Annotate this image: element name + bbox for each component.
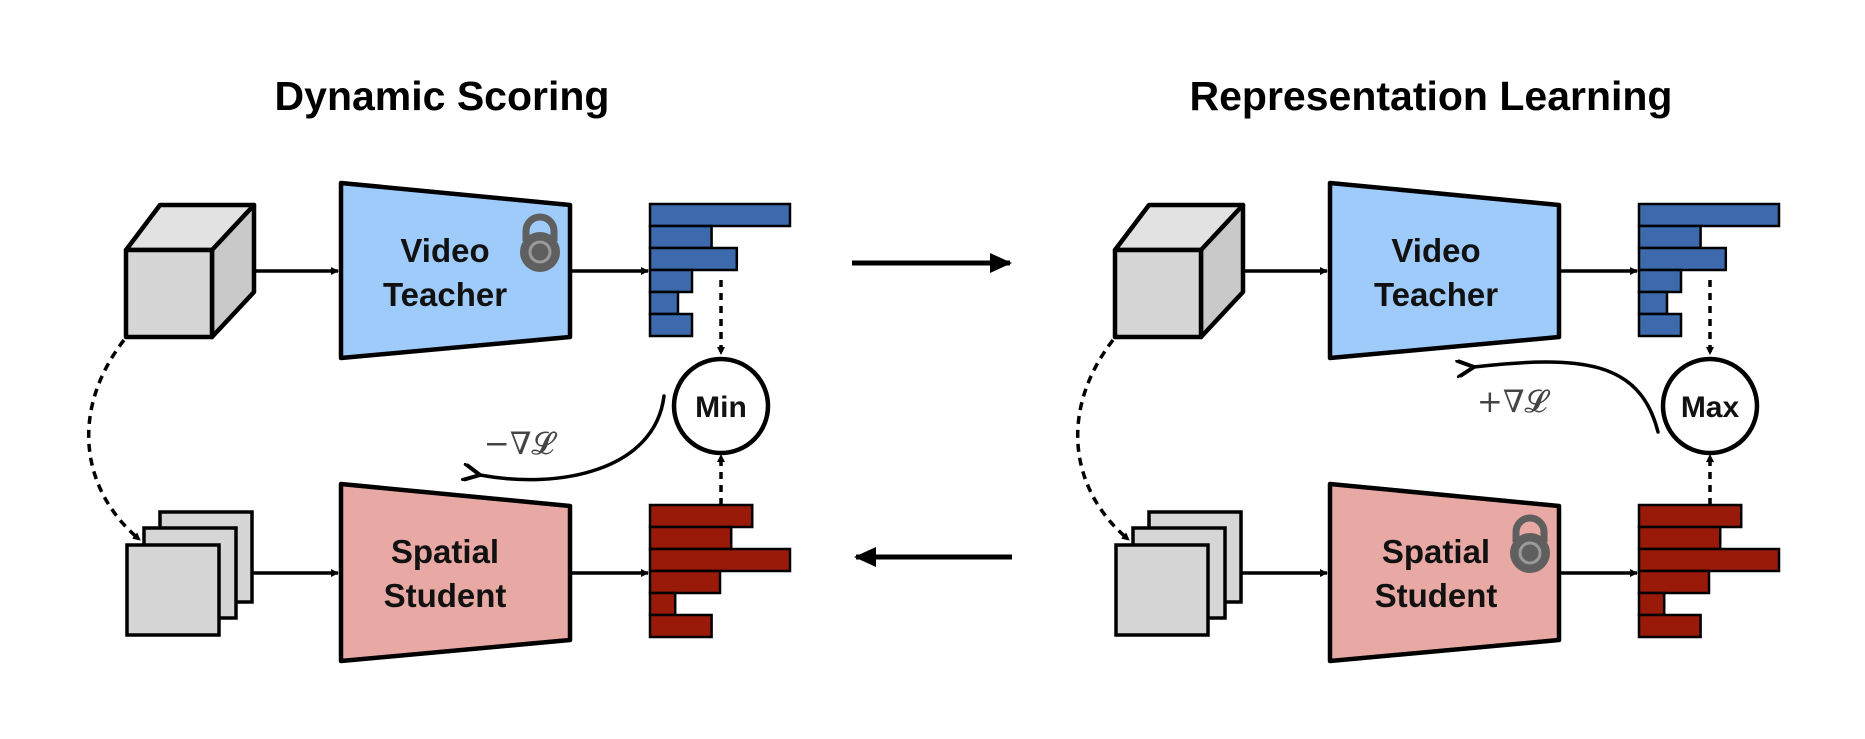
distribution-bar [648,547,792,573]
max-operator [1660,356,1760,456]
dashed-sampling-arrow [1075,338,1131,542]
distribution-bar [1637,246,1728,272]
student-label-line2: Student [1375,577,1498,614]
panel-representation-learning: Representation Learning Video Teacher Sp… [1075,73,1781,664]
student-label-line1: Spatial [1382,533,1490,570]
distribution-bar [648,202,792,228]
distribution-bar [648,268,694,294]
teacher-label-line2: Teacher [1374,276,1498,313]
operator-label: Min [695,391,747,424]
distribution-bar [1637,224,1702,250]
distribution-bar [1637,547,1781,573]
gradient-label: +∇𝓛 [1477,384,1551,420]
panel-title: Representation Learning [1190,73,1673,119]
distribution-bar [1637,613,1702,639]
distribution-bar [1637,503,1743,529]
dashed-sampling-arrow [86,338,142,542]
panel-dynamic-scoring: Dynamic Scoring Video Teacher [86,73,792,664]
video-cube-icon [1112,202,1246,340]
distribution-bar [1637,591,1666,617]
frame-stack-icon [1114,510,1243,637]
spatial-student-block [1327,481,1562,664]
teacher-distribution [648,202,792,338]
distribution-bar [648,525,733,551]
distribution-bar [648,224,713,250]
teacher-label-line1: Video [400,232,489,269]
gradient-arrow [1474,362,1660,434]
spatial-student-block [338,481,573,664]
video-teacher-block [1327,180,1562,361]
distribution-bar [648,569,722,595]
lock-icon [1510,514,1550,573]
video-cube-icon [123,202,257,340]
distribution-bar [1637,312,1683,338]
teacher-distribution [1637,202,1781,338]
student-label-line2: Student [384,577,507,614]
distribution-bar [648,613,713,639]
distribution-bar [1637,202,1781,228]
distribution-bar [648,246,739,272]
gradient-arrow [480,394,666,480]
frame-stack-icon [125,510,254,637]
operator-label: Max [1681,391,1740,424]
distribution-bar [648,503,754,529]
distribution-bar [648,591,677,617]
student-distribution [1637,503,1781,639]
teacher-label-line2: Teacher [383,276,507,313]
distribution-bar [1637,290,1669,316]
student-label-line1: Spatial [391,533,499,570]
panel-title: Dynamic Scoring [275,73,610,119]
distribution-bar [648,312,694,338]
distribution-bar [1637,268,1683,294]
video-teacher-block [338,180,573,361]
distribution-bar [648,290,680,316]
student-distribution [648,503,792,639]
gradient-label: −∇𝓛 [484,426,558,462]
lock-icon [520,213,560,272]
distribution-bar [1637,525,1722,551]
min-operator [671,356,771,456]
distribution-bar [1637,569,1711,595]
teacher-label-line1: Video [1391,232,1480,269]
